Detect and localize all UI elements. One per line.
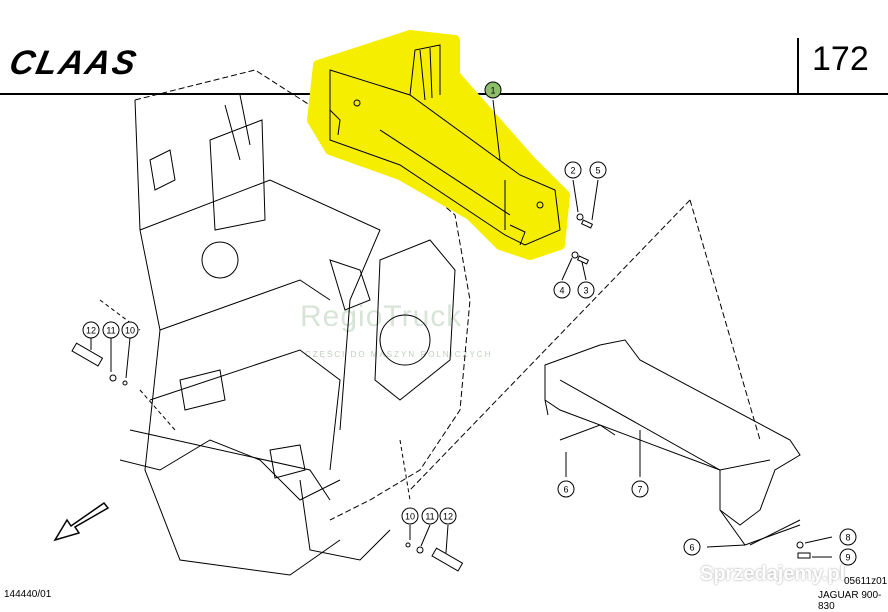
- callout-label-5: 5: [595, 166, 600, 176]
- callout-circle-10: [401, 507, 419, 525]
- callout-label-10: 10: [125, 326, 135, 336]
- callout-circle-12: [439, 507, 457, 525]
- watermark-sprzedajemy: Sprzedajemy.pl: [700, 563, 846, 585]
- callout-circle-6: [557, 480, 575, 498]
- callout-label-8: 8: [845, 533, 850, 543]
- callout-circle-9: [839, 548, 857, 566]
- reference-code: 05611z01: [844, 576, 888, 587]
- callout-circle-3: [577, 281, 595, 299]
- callout-circle-1: [484, 81, 502, 99]
- watermark-regiotruck: RegioTruck: [300, 300, 463, 333]
- callout-circle-11: [421, 507, 439, 525]
- page-number: 172: [812, 40, 869, 78]
- callout-circle-2: [564, 161, 582, 179]
- callout-label-2: 2: [570, 166, 575, 176]
- header-divider: [797, 38, 799, 94]
- callout-label-12: 12: [86, 326, 96, 336]
- part-7-bracket: [409, 199, 801, 546]
- callout-label-10: 10: [405, 512, 415, 522]
- callout-circle-4: [553, 281, 571, 299]
- callout-circle-10: [121, 321, 139, 339]
- drawing-id: 144440/01: [4, 589, 52, 600]
- callout-label-7: 7: [637, 485, 642, 495]
- leader-lines: [90, 179, 833, 558]
- callout-label-6: 6: [563, 485, 568, 495]
- callout-circle-7: [631, 480, 649, 498]
- callout-label-11: 11: [425, 512, 434, 522]
- callout-label-6: 6: [689, 543, 694, 553]
- model-label: JAGUAR 900-830: [818, 590, 882, 612]
- callout-label-9: 9: [845, 553, 850, 563]
- callout-label-12: 12: [443, 512, 453, 522]
- callout-circle-8: [839, 528, 857, 546]
- callout-label-3: 3: [583, 286, 588, 296]
- callout-label-11: 11: [106, 326, 115, 336]
- direction-arrow: [53, 501, 110, 542]
- callout-circle-6: [683, 538, 701, 556]
- frame-assembly: [99, 69, 471, 576]
- callout-circle-11: [102, 321, 120, 339]
- callout-circle-12: [82, 321, 100, 339]
- fasteners-upper: [71, 213, 811, 572]
- callout-label-4: 4: [559, 286, 564, 296]
- watermark-subtitle: CZĘŚCI DO MASZYN ROLNICZYCH: [305, 350, 493, 359]
- part-1-highlight: [307, 30, 570, 260]
- callout-label-1: 1: [490, 86, 495, 96]
- callout-circle-5: [589, 161, 607, 179]
